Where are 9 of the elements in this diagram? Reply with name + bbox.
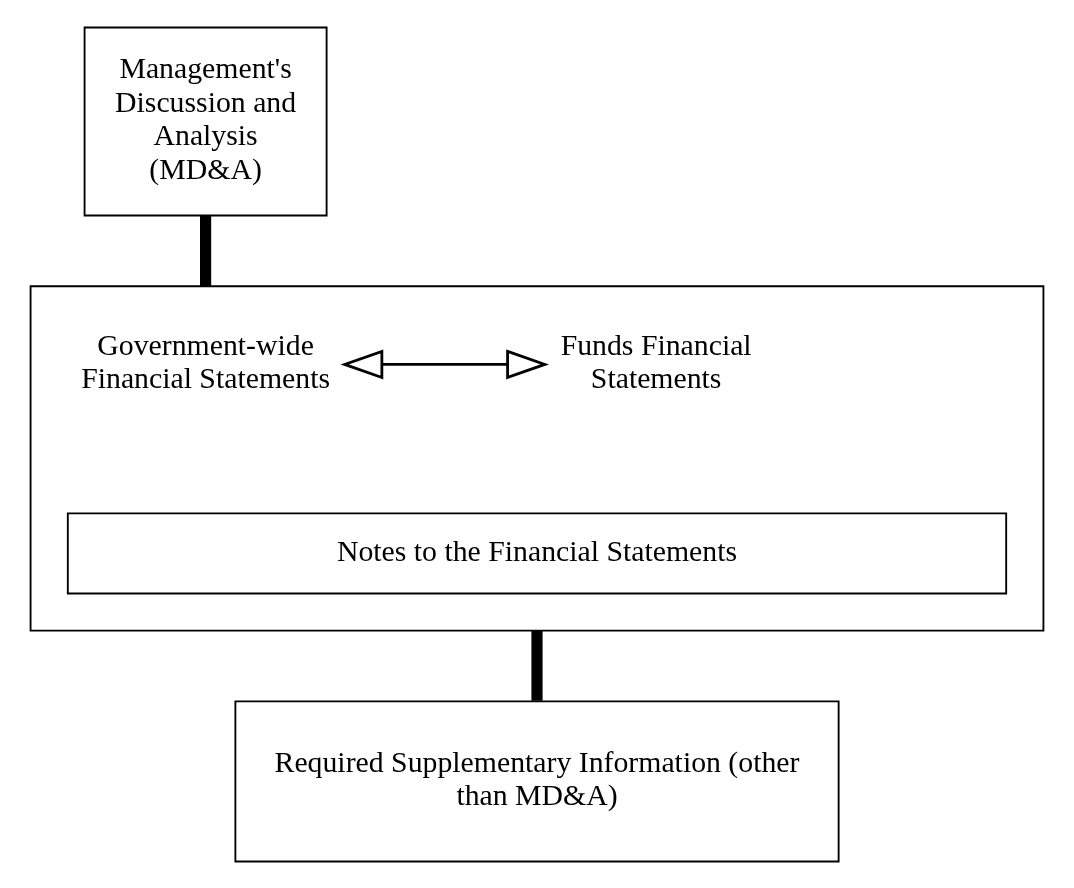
arrow [340, 348, 550, 379]
node-box: Management's Discussion and Analysis (MD&A) [83, 26, 328, 216]
node-text: Funds Financial Statements [560, 327, 752, 394]
node-box: Notes to the Financial Statements [66, 511, 1008, 594]
connector [531, 630, 543, 701]
cluster [29, 284, 1045, 632]
node-box: Required Supplementary Information (other than MD&A) [234, 700, 840, 862]
connector [200, 215, 212, 286]
node-text: Government-wide Financial Statements [81, 327, 331, 394]
